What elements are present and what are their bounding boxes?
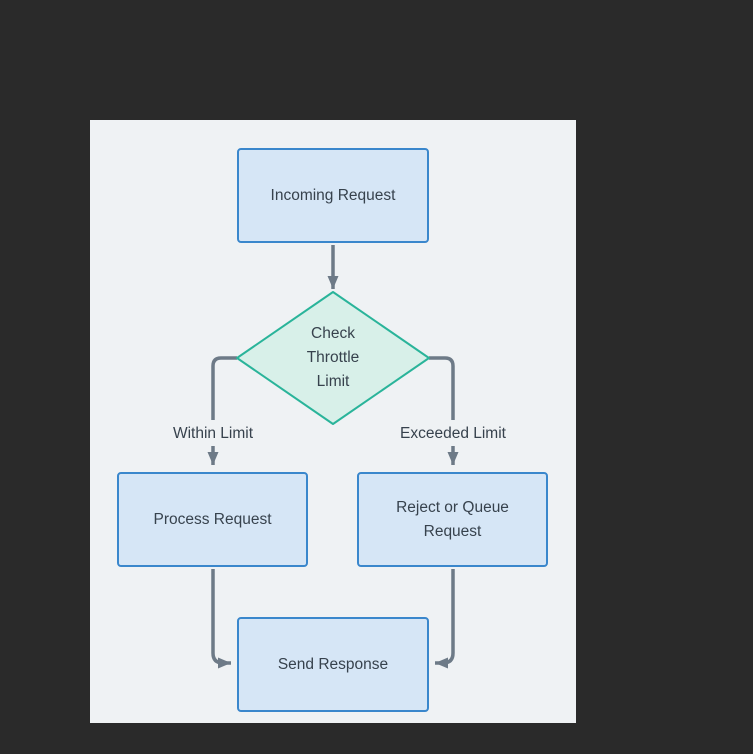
edge-reject-to-send	[435, 569, 455, 669]
node-check-throttle-limit: Check Throttle Limit	[273, 322, 393, 394]
edge-check-to-process-upper	[211, 356, 237, 420]
diagram-panel: Incoming Request Check Throttle Limit Wi…	[90, 120, 576, 723]
node-reject-or-queue-request-label: Reject or Queue Request	[396, 498, 509, 540]
node-send-response: Send Response	[237, 617, 429, 712]
decision-line-2: Throttle	[306, 349, 360, 366]
node-incoming-request: Incoming Request	[237, 148, 429, 243]
node-reject-or-queue-request: Reject or Queue Request	[357, 472, 548, 567]
node-incoming-request-label: Incoming Request	[270, 186, 396, 204]
node-send-response-label: Send Response	[277, 655, 389, 673]
decision-diamond-shape	[236, 291, 430, 425]
decision-line-1: Check	[311, 325, 355, 342]
edge-process-to-send	[211, 569, 231, 669]
node-process-request-label: Process Request	[153, 510, 272, 528]
edge-label-exceeded-limit: Exceeded Limit	[400, 425, 506, 442]
edge-label-within-limit: Within Limit	[172, 425, 254, 442]
edge-check-to-reject-upper	[429, 356, 455, 420]
decision-line-3: Limit	[316, 373, 350, 390]
node-process-request: Process Request	[117, 472, 308, 567]
flowchart-edges-layer	[207, 245, 459, 669]
